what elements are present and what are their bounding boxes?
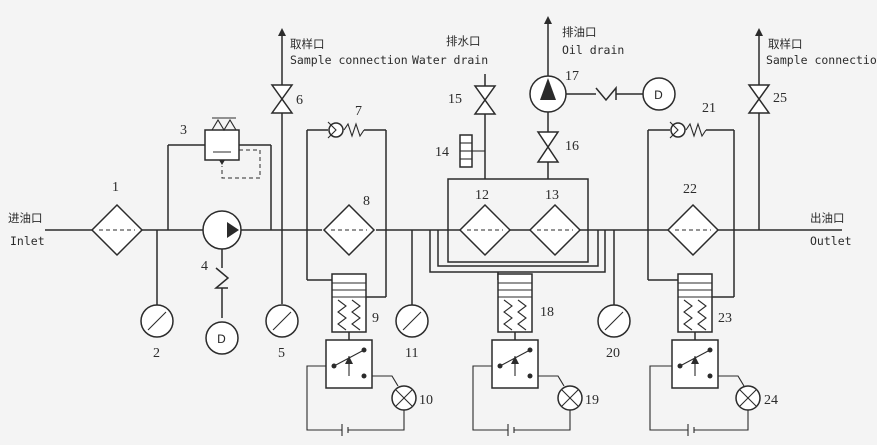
water-drain-label-en: Water drain xyxy=(412,53,488,67)
outlet-label-en: Outlet xyxy=(810,234,852,248)
pressure-gauge-5 xyxy=(265,304,299,338)
sample-25-label-en: Sample connection xyxy=(766,53,877,67)
motor-4-symbol: D xyxy=(217,332,226,346)
sample-6-label-en: Sample connection xyxy=(290,53,408,67)
alarm-circuit-24 xyxy=(649,365,749,436)
sample-25-label-cn: 取样口 xyxy=(768,37,803,51)
sample-6-label-cn: 取样口 xyxy=(290,37,325,51)
label-3: 3 xyxy=(180,123,187,138)
check-valve-21 xyxy=(669,121,686,139)
label-10: 10 xyxy=(419,393,433,408)
label-25: 25 xyxy=(773,91,787,106)
label-13: 13 xyxy=(545,188,559,203)
oil-drain-valve-16 xyxy=(536,131,560,163)
coalescer-element-12 xyxy=(458,203,512,257)
pressure-gauge-2 xyxy=(140,304,174,338)
label-5: 5 xyxy=(278,346,285,361)
label-1: 1 xyxy=(112,180,119,195)
label-6: 6 xyxy=(296,93,303,108)
label-2: 2 xyxy=(153,346,160,361)
separator-element-13 xyxy=(528,203,582,257)
label-11: 11 xyxy=(405,346,418,361)
water-drain-label-cn: 排水口 xyxy=(446,34,481,48)
label-17: 17 xyxy=(565,69,579,84)
electric-switch-24 xyxy=(671,339,719,389)
oil-drain-pump-17 xyxy=(529,75,567,113)
label-22: 22 xyxy=(683,182,697,197)
separator-vessel xyxy=(447,178,589,263)
vessel-bypass-outer xyxy=(429,230,606,273)
label-24: 24 xyxy=(764,393,778,408)
label-23: 23 xyxy=(718,311,732,326)
diff-pressure-switch-9 xyxy=(331,273,367,333)
relief-valve-3 xyxy=(204,117,261,179)
electric-switch-10 xyxy=(325,339,373,389)
filter-8 xyxy=(322,203,376,257)
oil-drain-label-cn: 排油口 xyxy=(562,25,597,39)
indicator-lamp-24 xyxy=(735,385,761,411)
check-valve-7 xyxy=(327,121,344,139)
label-15: 15 xyxy=(448,92,462,107)
filter-22 xyxy=(666,203,720,257)
indicator-lamp-10 xyxy=(391,385,417,411)
diff-pressure-switch-18 xyxy=(497,273,533,333)
electric-switch-19 xyxy=(491,339,539,389)
label-21: 21 xyxy=(702,101,716,116)
diff-pressure-switch-23 xyxy=(677,273,713,333)
stage-c-bypass xyxy=(647,122,735,298)
inlet-filter xyxy=(90,203,144,257)
label-12: 12 xyxy=(475,188,489,203)
label-8: 8 xyxy=(363,194,370,209)
main-pump-4 xyxy=(202,210,242,250)
label-14: 14 xyxy=(435,145,449,160)
label-19: 19 xyxy=(585,393,599,408)
sample-valve-6 xyxy=(270,84,294,114)
outlet-label-cn: 出油口 xyxy=(810,211,845,225)
relief-bypass xyxy=(167,144,272,230)
motor-17: D xyxy=(642,77,676,111)
water-drain-valve-15 xyxy=(473,85,497,115)
label-9: 9 xyxy=(372,311,379,326)
pressure-gauge-20 xyxy=(597,304,631,338)
motor-17-symbol: D xyxy=(654,88,663,102)
pump-17-coupling xyxy=(595,85,617,102)
pump-4-coupling xyxy=(213,267,230,289)
label-7: 7 xyxy=(355,104,362,119)
label-16: 16 xyxy=(565,139,579,154)
water-level-probe-14 xyxy=(459,134,485,168)
stage-a-bypass xyxy=(306,122,387,298)
alarm-circuit-19 xyxy=(472,365,571,436)
motor-4: D xyxy=(205,321,239,355)
label-18: 18 xyxy=(540,305,554,320)
label-20: 20 xyxy=(606,346,620,361)
pressure-gauge-11 xyxy=(395,304,429,338)
label-4: 4 xyxy=(201,259,208,274)
alarm-circuit-10 xyxy=(306,365,405,436)
sample-valve-25 xyxy=(747,84,771,114)
vessel-bypass-inner xyxy=(437,230,599,267)
inlet-label-cn: 进油口 xyxy=(8,211,43,225)
inlet-label-en: Inlet xyxy=(10,234,45,248)
oil-drain-label-en: Oil drain xyxy=(562,43,624,57)
indicator-lamp-19 xyxy=(557,385,583,411)
